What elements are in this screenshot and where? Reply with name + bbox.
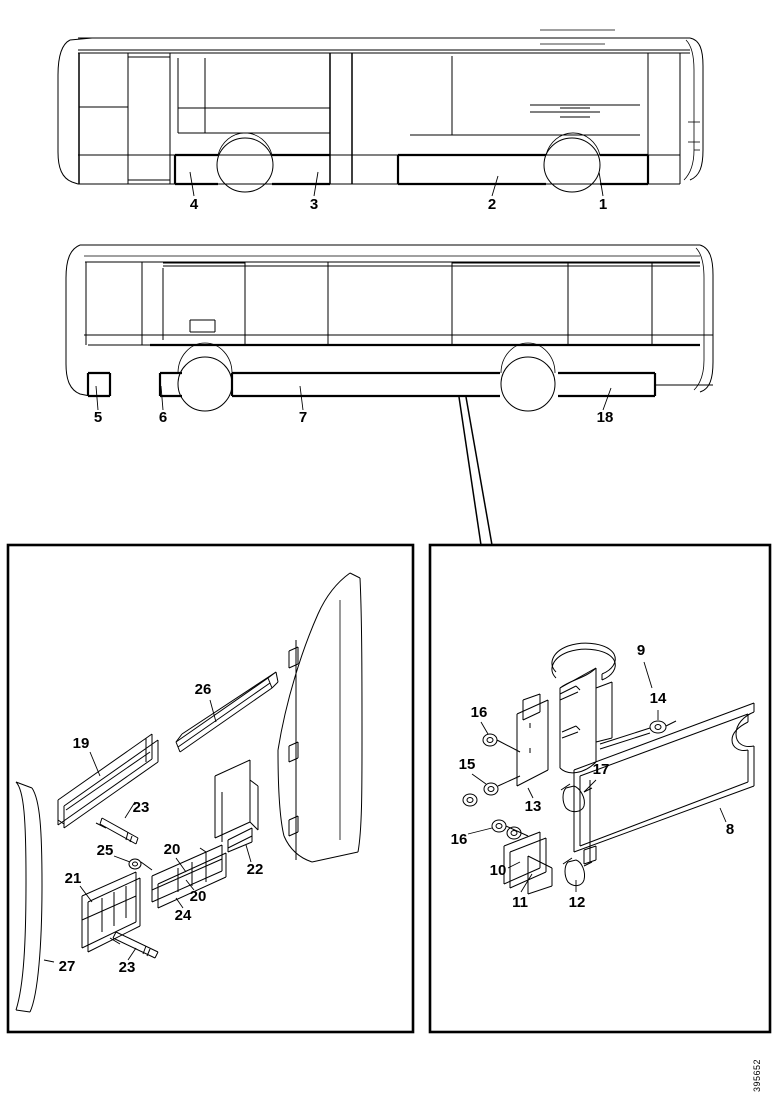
- bus-side-elevation-lower: [65, 244, 714, 412]
- part-23-fastener-lower: [109, 931, 159, 959]
- callout-20-bot: 20: [190, 888, 207, 905]
- callout-2: 2: [488, 196, 496, 213]
- part-25-washer: [128, 858, 153, 871]
- callout-27: 27: [59, 958, 76, 975]
- callout-25: 25: [97, 842, 114, 859]
- callout-22: 22: [247, 861, 264, 878]
- callout-16-top: 16: [471, 704, 488, 721]
- callout-24: 24: [175, 907, 192, 924]
- callouts-right-panel: 9 14 16 15 17 13 16 8 10 11 12: [451, 642, 735, 911]
- callout-leaders-upper: [189, 171, 604, 197]
- bus-side-elevation-upper: [57, 29, 704, 197]
- callout-4: 4: [190, 196, 199, 213]
- callouts-left-panel: 19 26 23 20 25 22 21 20 24 23 27: [59, 681, 264, 976]
- callout-20-top: 20: [164, 841, 181, 858]
- part-12-clip: [562, 857, 593, 887]
- body-side-panel-left-view: [277, 572, 363, 863]
- callout-18: 18: [597, 409, 614, 426]
- callout-15: 15: [459, 756, 476, 773]
- part-21-left-plate: [81, 871, 141, 953]
- callout-10: 10: [490, 862, 507, 879]
- callout-leaders-left-panel: [43, 699, 252, 963]
- part-17-clip: [560, 783, 593, 813]
- callout-3: 3: [310, 196, 318, 213]
- callout-26: 26: [195, 681, 212, 698]
- callout-leaders-right-panel: [467, 661, 727, 893]
- part-19-channel-bracket: [57, 733, 159, 829]
- callout-5: 5: [94, 409, 102, 426]
- part-9-canister: [551, 642, 616, 774]
- detail-panel-left-content: 19 26 23 20 25 22 21 20 24 23 27: [15, 572, 363, 1013]
- detail-panel-right-content: 9 14 16 15 17 13 16 8 10 11 12: [451, 642, 755, 911]
- part-22-upright-bracket: [214, 759, 259, 853]
- callout-16-bot: 16: [451, 831, 468, 848]
- callout-8: 8: [726, 821, 734, 838]
- callout-leaders-lower: [95, 385, 612, 411]
- part-13-mounting-plate: [516, 693, 549, 787]
- part-26-upper-trim: [175, 671, 279, 753]
- callout-9: 9: [637, 642, 645, 659]
- drawing-number-text: 395652: [752, 1059, 762, 1092]
- callout-7: 7: [299, 409, 307, 426]
- callouts-view-upper: 4 3 2 1: [190, 196, 607, 213]
- callout-6: 6: [159, 409, 167, 426]
- part-20-center-plate: [151, 844, 227, 909]
- callout-12: 12: [569, 894, 586, 911]
- callout-11: 11: [512, 894, 528, 911]
- callout-17: 17: [593, 761, 610, 778]
- part-16-washer-upper: [482, 733, 521, 753]
- part-15-washers: [462, 775, 521, 807]
- callout-23-top: 23: [133, 799, 150, 816]
- detail-panel-left-frame: [6, 543, 415, 1034]
- part-8-access-panel: [573, 702, 755, 865]
- part-14-fastener: [599, 720, 677, 750]
- callout-19: 19: [73, 735, 90, 752]
- callouts-view-lower: 5 6 7 18: [94, 409, 614, 426]
- part-27-trim-strip: [15, 781, 43, 1013]
- drawing-number: 395652: [752, 1059, 762, 1092]
- callout-1: 1: [599, 196, 607, 213]
- callout-21: 21: [65, 870, 82, 887]
- part-10-lower-bracket: [503, 831, 553, 895]
- part-23-fastener-upper: [95, 817, 139, 845]
- detail-reference-leader-lines: [458, 396, 493, 546]
- callout-14: 14: [650, 690, 667, 707]
- detail-panel-right-frame: [428, 543, 772, 1034]
- callout-23-bot: 23: [119, 959, 136, 976]
- part-16-washer-lower: [491, 819, 529, 840]
- callout-13: 13: [525, 798, 542, 815]
